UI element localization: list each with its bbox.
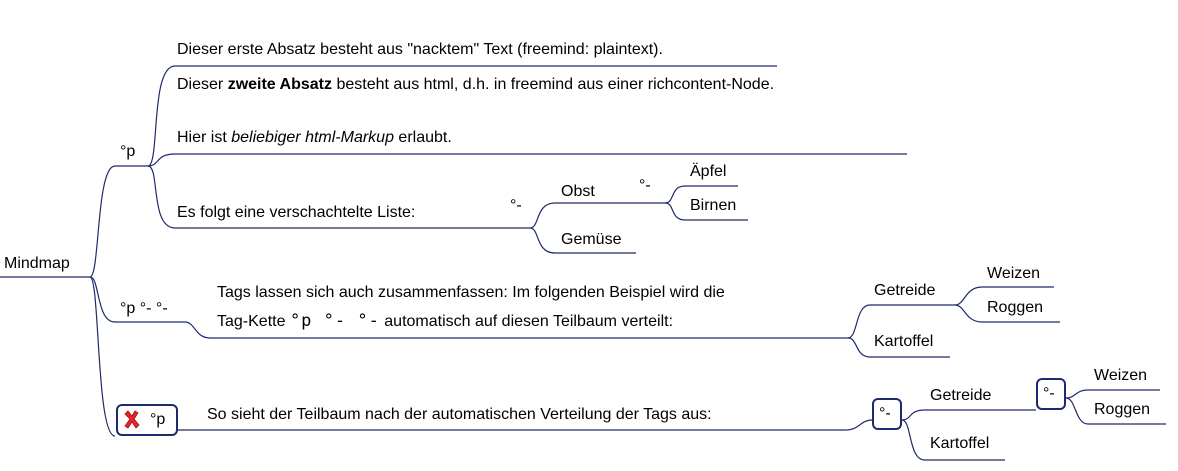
root-node[interactable]: Mindmap [4,255,70,272]
tag-p-node[interactable]: °p [120,143,136,160]
richcontent-text-before: Dieser [177,76,228,93]
tag-chain-node[interactable]: °p °- °- [120,300,168,317]
tag-chain-line1[interactable]: Tags lassen sich auch zusammenfassen: Im… [217,284,725,301]
plaintext-node[interactable]: Dieser erste Absatz besteht aus "nacktem… [177,41,663,58]
gemuese-node[interactable]: Gemüse [561,231,622,248]
auto-dash-tag-label: °- [879,405,891,422]
weizen-node[interactable]: Weizen [987,265,1041,282]
auto-getreide-tag-node[interactable]: °- [1036,378,1066,410]
getreide-node[interactable]: Getreide [874,282,936,299]
auto-kartoffel-node[interactable]: Kartoffel [930,435,990,452]
tag-chain-mono-tags: °p °- °- [289,311,380,331]
markup-text-after: erlaubt. [393,129,452,146]
auto-getreide-node[interactable]: Getreide [930,387,992,404]
markup-italic-text: beliebiger html-Markup [231,129,394,146]
auto-tag-label: °p [150,411,166,428]
auto-roggen-node[interactable]: Roggen [1094,401,1151,418]
auto-weizen-node[interactable]: Weizen [1094,367,1148,384]
aepfel-node[interactable]: Äpfel [690,163,727,180]
auto-tag-node[interactable]: °p [116,404,178,436]
markup-text-before: Hier ist [177,129,232,146]
list-tag-node[interactable]: °- [510,197,522,214]
auto-distribution-node[interactable]: So sieht der Teilbaum nach der automatis… [207,406,712,423]
list-node[interactable]: Es folgt eine verschachtelte Liste: [177,204,416,221]
cross-icon [124,410,140,429]
roggen-node[interactable]: Roggen [987,299,1044,316]
obst-node[interactable]: Obst [561,183,595,200]
tag-chain-line2-before: Tag-Kette [217,313,290,330]
auto-getreide-tag-label: °- [1043,385,1055,402]
richcontent-bold-text: zweite Absatz [227,76,333,93]
birnen-node[interactable]: Birnen [690,197,737,214]
markup-node[interactable]: Hier ist beliebiger html-Markup erlaubt. [177,128,452,148]
kartoffel-node[interactable]: Kartoffel [874,333,934,350]
auto-dash-tag-node[interactable]: °- [872,398,902,430]
tag-chain-line2[interactable]: Tag-Kette °p °- °- automatisch auf diese… [217,311,673,332]
obst-tag-node[interactable]: °- [639,177,651,194]
tag-chain-line2-after: automatisch auf diesen Teilbaum verteilt… [379,313,674,330]
richcontent-node[interactable]: Dieser zweite Absatz besteht aus html, d… [177,75,774,95]
richcontent-text-after: besteht aus html, d.h. in freemind aus e… [332,76,775,93]
